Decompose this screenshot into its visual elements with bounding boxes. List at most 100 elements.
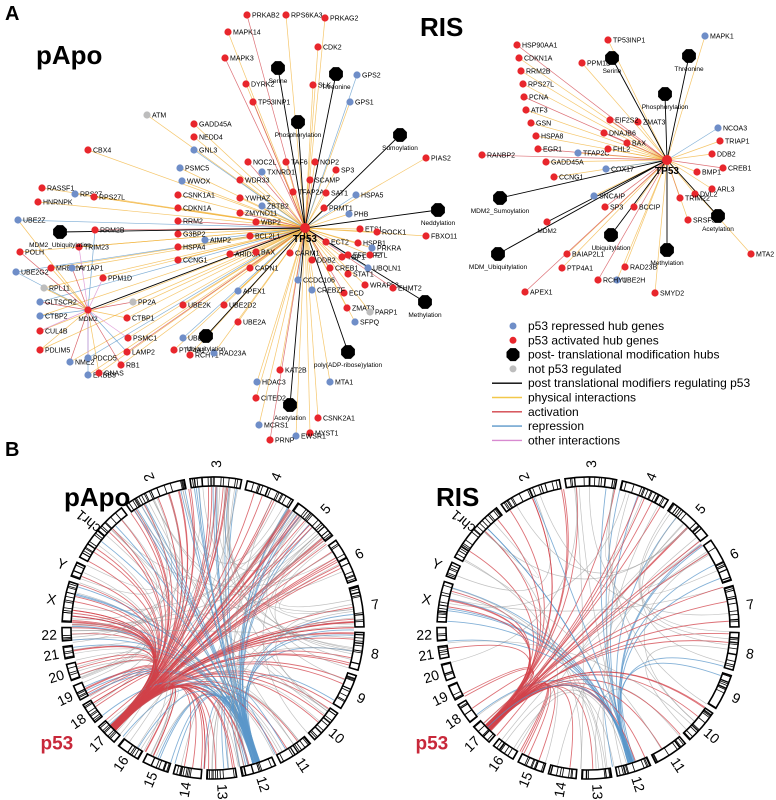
node-kat2b[interactable]: KAT2B [276, 366, 307, 375]
node-mta2[interactable]: MTA2 [747, 250, 774, 259]
node-ect2[interactable]: ECT2 [322, 238, 349, 247]
node-prkab2[interactable]: PRKAB2 [243, 11, 280, 20]
node-wdr33[interactable]: WDR33 [236, 176, 270, 185]
node-hdac3[interactable]: HDAC3 [253, 378, 286, 387]
node-cbx4[interactable]: CBX4 [84, 146, 111, 155]
node-ftl[interactable]: FTL [366, 251, 388, 260]
node-rrm2b[interactable]: RRM2B [91, 226, 125, 235]
node-wbp2[interactable]: WBP2 [252, 218, 281, 227]
node-dvl2[interactable]: DVL2 [691, 190, 718, 199]
node-ubqln1[interactable]: UBQLN1 [364, 264, 401, 273]
hub-mdm-ubiquitylation[interactable]: MDM_Ubiquitylation [469, 247, 528, 271]
node-ccdc106[interactable]: CCDC106 [294, 276, 335, 285]
node-prnp[interactable]: PRNP [266, 436, 295, 445]
node-cdkn1a[interactable]: CDKN1A [174, 204, 212, 213]
node-ncoa3[interactable]: NCOA3 [714, 124, 747, 133]
node-gadd45a[interactable]: GADD45A [542, 158, 584, 167]
node-rps6ka3[interactable]: RPS6KA3 [282, 11, 323, 20]
node-apex1[interactable]: APEX1 [234, 287, 266, 296]
node-gnl3[interactable]: GNL3 [190, 146, 217, 155]
node-hspb1[interactable]: HSPB1 [354, 239, 386, 248]
node-polh[interactable]: POLH [16, 248, 44, 257]
node-sncaip[interactable]: SNCAIP [590, 192, 625, 201]
node-rpl11[interactable]: RPL11 [40, 284, 70, 293]
node-trim23[interactable]: TRIM23 [75, 243, 109, 252]
node-ccng1[interactable]: CCNG1 [550, 173, 584, 182]
hub-mdm2-sumoylation[interactable]: MDM2_Sumoylation [471, 191, 530, 215]
node-ube2k[interactable]: UBE2K [179, 301, 211, 310]
hub-neddylation[interactable]: Neddylation [421, 203, 456, 227]
node-crebzf[interactable]: CREBZF [308, 286, 345, 295]
node-eif2s2[interactable]: EIF2S2 [606, 116, 638, 125]
node-hsp90aa1[interactable]: HSP90AA1 [513, 41, 558, 50]
node-pp2a[interactable]: PP2A [129, 298, 156, 307]
node-mapk14[interactable]: MAPK14 [224, 28, 261, 37]
node-cul4b[interactable]: CUL4B [36, 327, 68, 336]
node-top1[interactable]: TOP1 [338, 253, 365, 262]
node-tp53inp1[interactable]: TP53INP1 [249, 98, 290, 107]
node-dyrk2[interactable]: DYRK2 [242, 80, 274, 89]
node-rb1[interactable]: RB1 [117, 361, 140, 370]
hub-poly-adp-ribose-ylation[interactable]: poly(ADP-ribose)ylation [314, 345, 383, 369]
node-ube2g2[interactable]: UBE2G2 [12, 268, 49, 277]
node-mapk1[interactable]: MAPK1 [701, 32, 734, 41]
node-nme2[interactable]: NME2 [66, 358, 95, 367]
node-phb[interactable]: PHB [345, 210, 369, 219]
node-ube2h[interactable]: UBE2H [613, 276, 645, 285]
hub-ubiquitylation[interactable]: Ubiquitylation [186, 329, 226, 353]
node-dnajb6[interactable]: DNAJB6 [600, 129, 636, 138]
node-triap1[interactable]: TRIAP1 [716, 137, 750, 146]
node-gps2[interactable]: GPS2 [353, 71, 381, 80]
hub-mdm2[interactable]: MDM2 [78, 306, 98, 323]
node-noc2l[interactable]: NOC2L [244, 158, 276, 167]
node-psmc1[interactable]: PSMC1 [124, 334, 157, 343]
node-rad23b[interactable]: RAD23B [621, 263, 658, 272]
node-hnrnpk[interactable]: HNRNPK [34, 198, 73, 207]
node-baiap2l1[interactable]: BAIAP2L1 [563, 250, 604, 259]
node-mapk3[interactable]: MAPK3 [221, 54, 254, 63]
node-taf6[interactable]: TAF6 [282, 158, 308, 167]
node-cox17[interactable]: COX17 [602, 165, 634, 174]
node-sfpq[interactable]: SFPQ [351, 318, 380, 327]
node-creb1[interactable]: CREB1 [719, 164, 751, 173]
hub-mdm2-ubiquitylation[interactable]: MDM2_Ubiquitylation [29, 225, 91, 249]
node-srsf3[interactable]: SRSF3 [684, 216, 716, 225]
node-zmat3[interactable]: ZMAT3 [343, 304, 375, 313]
node-csnk2a1[interactable]: CSNK2A1 [314, 414, 355, 423]
node-tfap2c[interactable]: TFAP2C [574, 149, 609, 158]
node-parp1[interactable]: PARP1 [366, 308, 398, 317]
node-tfap2a[interactable]: TFAP2A [289, 188, 324, 197]
node-bax[interactable]: BAX [252, 248, 275, 257]
node-mcrs1[interactable]: MCRS1 [255, 421, 289, 430]
node-bax[interactable]: BAX [623, 139, 646, 148]
node-rps27[interactable]: RPS27 [71, 190, 102, 199]
node-gps1[interactable]: GPS1 [346, 98, 374, 107]
hub-serine[interactable]: Serine [269, 61, 288, 85]
node-egr1[interactable]: EGR1 [534, 145, 562, 154]
node-erbb3[interactable]: ERBB3 [84, 371, 116, 380]
node-nedd4[interactable]: NEDD4 [190, 133, 223, 142]
node-gsn[interactable]: GSN [527, 119, 551, 128]
node-scamp[interactable]: SCAMP [306, 176, 340, 185]
node-ewsr1[interactable]: EWSR1 [292, 432, 326, 441]
node-ctbp2[interactable]: CTBP2 [36, 312, 68, 321]
hub-threonine[interactable]: Threonine [321, 67, 351, 91]
node-arid3a[interactable]: ARID3A [226, 250, 261, 259]
node-hspa5[interactable]: HSPA5 [352, 191, 384, 200]
node-creb1[interactable]: CREB1 [326, 264, 358, 273]
node-rrm2[interactable]: RRM2 [174, 217, 203, 226]
node-sp3[interactable]: SP3 [332, 166, 354, 175]
node-arl3[interactable]: ARL3 [708, 185, 735, 194]
node-pias2[interactable]: PIAS2 [422, 154, 451, 163]
node-ccng1[interactable]: CCNG1 [174, 256, 208, 265]
node-prkra[interactable]: PRKRA [368, 244, 401, 253]
node-hspa8[interactable]: HSPA8 [532, 132, 564, 141]
node-cdk2[interactable]: CDK2 [314, 43, 342, 52]
node-zmat3[interactable]: ZMAT3 [634, 118, 666, 127]
node-smyd2[interactable]: SMYD2 [651, 289, 684, 298]
node-rrm2b[interactable]: RRM2B [517, 67, 551, 76]
node-zbtb2[interactable]: ZBTB2 [258, 202, 289, 211]
node-atm[interactable]: ATM [143, 111, 166, 120]
node-rad23a[interactable]: RAD23A [210, 349, 247, 358]
node-atf3[interactable]: ATF3 [522, 106, 548, 115]
